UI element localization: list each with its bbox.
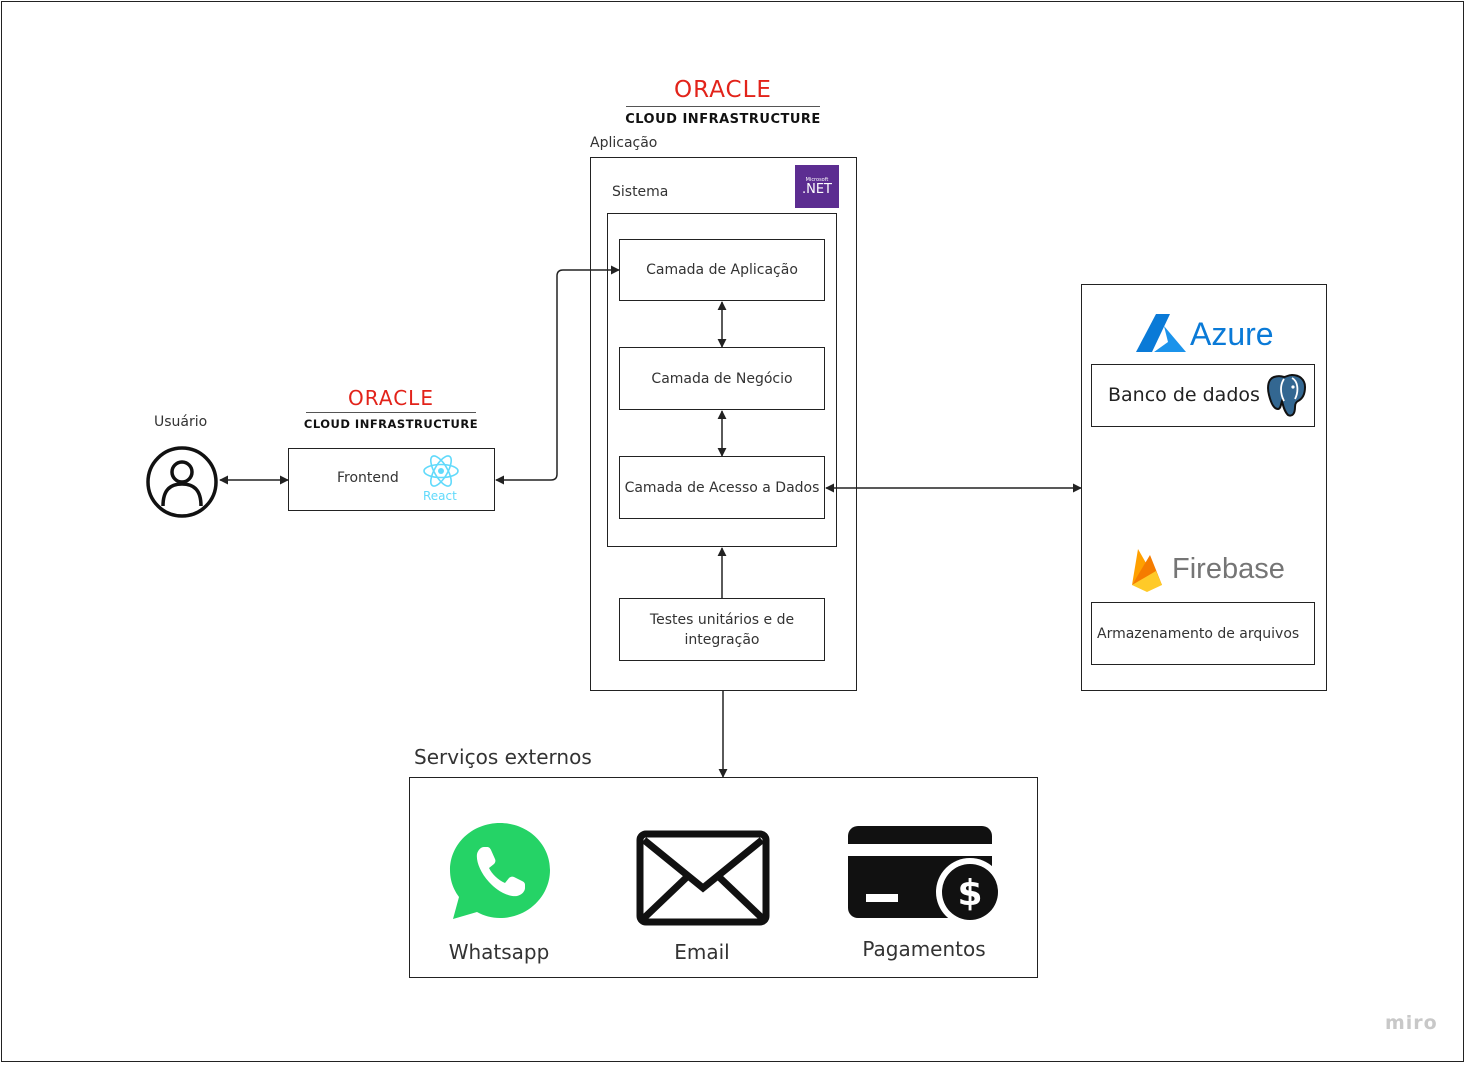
oracle-brand: ORACLE	[674, 77, 772, 103]
camada-aplicacao-box: Camada de Aplicação	[619, 239, 825, 301]
frontend-label: Frontend	[337, 470, 399, 486]
testes-box: Testes unitários e de integração	[619, 598, 825, 661]
firebase-label: Firebase	[1172, 553, 1285, 585]
react-icon	[423, 455, 459, 487]
postgresql-icon	[1267, 373, 1307, 417]
oracle-subtitle: CLOUD INFRASTRUCTURE	[303, 417, 479, 431]
email-label: Email	[674, 940, 730, 964]
oracle-cloud-logo-main: ORACLE CLOUD INFRASTRUCTURE	[620, 78, 826, 128]
react-label: React	[423, 489, 457, 503]
payment-card-icon: $	[848, 826, 1004, 926]
banco-dados-box: Banco de dados	[1091, 364, 1315, 427]
aplicacao-label: Aplicação	[590, 135, 658, 151]
armazenamento-box: Armazenamento de arquivos	[1091, 602, 1315, 665]
dotnet-logo: Microsoft .NET	[795, 165, 839, 208]
miro-watermark: miro	[1385, 1012, 1438, 1034]
camada-acesso-dados-box: Camada de Acesso a Dados	[619, 456, 825, 519]
banco-dados-label: Banco de dados	[1108, 384, 1260, 406]
oracle-brand: ORACLE	[348, 386, 434, 410]
pagamentos-label: Pagamentos	[862, 937, 986, 961]
whatsapp-icon	[450, 823, 550, 919]
firebase-icon	[1132, 549, 1162, 592]
dotnet-label: .NET	[801, 182, 832, 197]
servicos-externos-title: Serviços externos	[414, 745, 592, 769]
oracle-subtitle: CLOUD INFRASTRUCTURE	[625, 112, 821, 127]
sistema-label: Sistema	[612, 184, 669, 200]
dotnet-small: Microsoft	[805, 177, 829, 183]
whatsapp-label: Whatsapp	[448, 940, 550, 964]
azure-label: Azure	[1190, 316, 1274, 352]
user-icon	[146, 446, 218, 518]
arrow-frontend-aplicacao	[495, 265, 620, 485]
camada-negocio-box: Camada de Negócio	[619, 347, 825, 410]
oracle-cloud-logo-frontend: ORACLE CLOUD INFRASTRUCTURE	[300, 386, 482, 432]
email-icon	[636, 830, 770, 926]
azure-icon	[1136, 314, 1186, 352]
svg-text:$: $	[957, 873, 982, 914]
user-label: Usuário	[154, 414, 208, 430]
frontend-box: Frontend React	[288, 448, 495, 511]
